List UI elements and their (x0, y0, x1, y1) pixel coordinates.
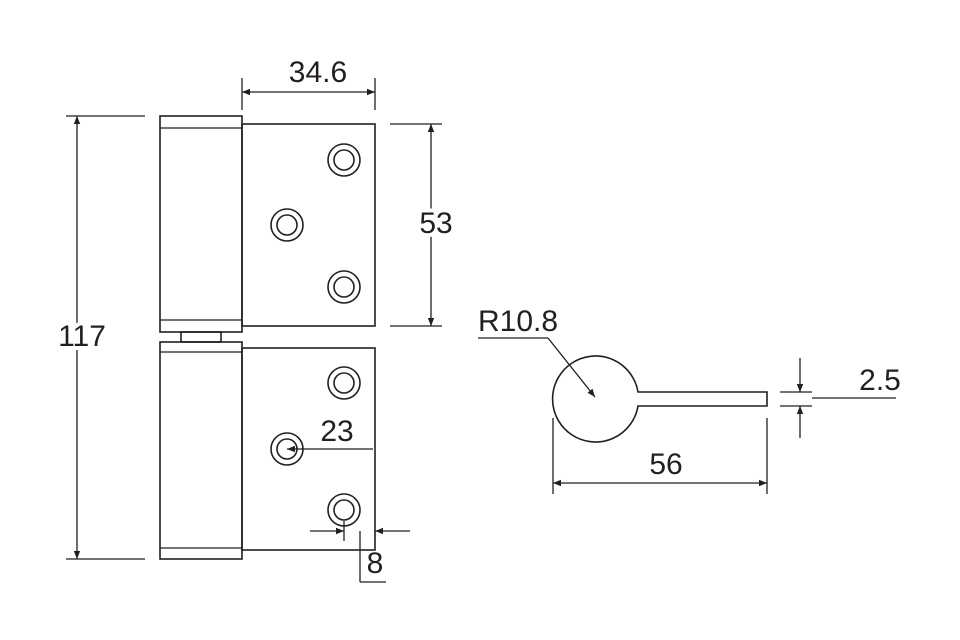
hinge-front-view (159, 115, 376, 560)
hinge-side-view (551, 355, 768, 443)
screw-hole (327, 366, 361, 400)
dimension-label-hole-spacing: 53 (419, 207, 452, 240)
dimension-label-edge-offset: 8 (367, 547, 384, 580)
screw-hole (327, 270, 361, 304)
dimension-hole-offset: 23 (287, 415, 373, 453)
side-profile (551, 355, 768, 443)
dimension-top-width: 34.6 (241, 56, 376, 110)
dimension-total-height: 117 (54, 115, 145, 560)
dimension-radius: R10.8 (478, 305, 596, 398)
hinge-pin (180, 331, 222, 343)
dimension-thickness: 2.5 (780, 358, 901, 438)
dimension-label-top-width: 34.6 (289, 56, 347, 89)
lower-knuckle (159, 341, 243, 560)
upper-leaf-plate (241, 123, 376, 327)
screw-hole (270, 208, 304, 242)
dimension-hole-spacing: 53 (390, 123, 457, 327)
screw-hole (327, 143, 361, 177)
dimension-label-total-height: 117 (58, 320, 106, 353)
upper-knuckle (159, 115, 243, 333)
dimension-label-length: 56 (649, 448, 682, 481)
dimension-label-thickness: 2.5 (859, 364, 901, 397)
dimension-label-hole-offset: 23 (320, 415, 353, 448)
dimension-edge-offset: 8 (310, 521, 410, 583)
dimension-length: 56 (552, 418, 768, 494)
dimension-label-radius: R10.8 (478, 305, 558, 338)
